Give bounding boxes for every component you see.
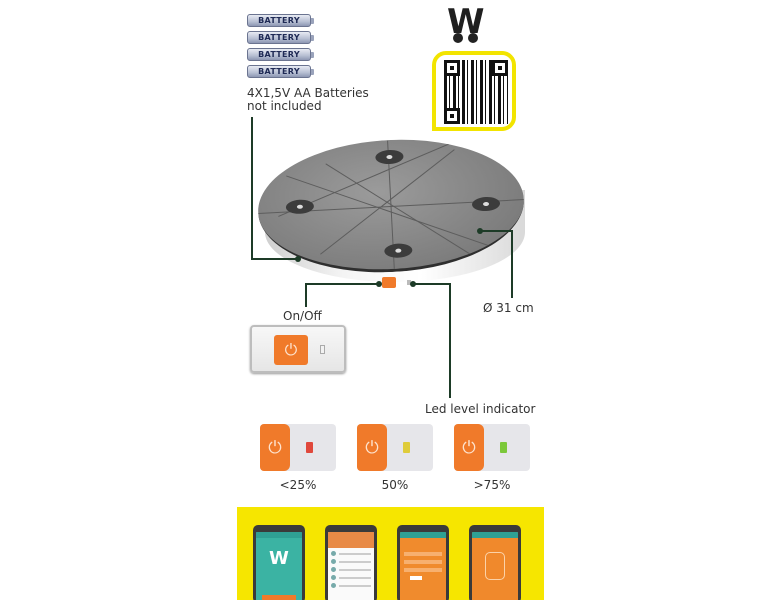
led-level-mid: ⏻ (357, 424, 433, 471)
device-led (407, 280, 411, 285)
led-level-low-label: <25% (279, 478, 317, 492)
battery-note-line1: 4X1,5V AA Batteries (247, 86, 369, 100)
battery-label: BATTERY (258, 50, 300, 59)
led-yellow-icon (403, 442, 410, 453)
leader-line (511, 230, 513, 298)
battery-icon: BATTERY (247, 14, 314, 27)
leader-line (251, 258, 297, 260)
battery-icon: BATTERY (247, 31, 314, 44)
leader-line (412, 283, 451, 285)
leader-line (305, 283, 378, 285)
leader-line (480, 230, 512, 232)
phone-screen-form (397, 525, 449, 600)
device-power-button[interactable] (382, 277, 396, 288)
leader-dot (376, 281, 382, 287)
app-start-button (262, 595, 296, 600)
power-button[interactable]: ⏻ (274, 335, 308, 365)
phone-screen-welcome: W (253, 525, 305, 600)
foot-icon (384, 242, 413, 259)
battery-label: BATTERY (258, 16, 300, 25)
qr-code-icon (444, 60, 508, 124)
led-red-icon (306, 442, 313, 453)
led-green-icon (500, 442, 507, 453)
on-off-panel: ⏻ (250, 325, 346, 373)
battery-note-line2: not included (247, 99, 322, 113)
logo-dot-icon (453, 33, 463, 43)
app-logo: W (269, 548, 289, 569)
phone-screen-gas-level (469, 525, 521, 600)
led-level-high-label: >75% (473, 478, 511, 492)
battery-label: BATTERY (258, 33, 300, 42)
phone-screen-menu (325, 525, 377, 600)
power-icon: ⏻ (284, 340, 298, 359)
power-icon: ⏻ (357, 424, 387, 471)
logo-dot-icon (468, 33, 478, 43)
leader-dot (295, 256, 301, 262)
foot-icon (285, 199, 315, 215)
app-screens-banner: W (237, 507, 544, 600)
battery-note: 4X1,5V AA Batteries not included (247, 87, 369, 113)
led-level-mid-label: 50% (381, 478, 409, 492)
battery-icon: BATTERY (247, 48, 314, 61)
foot-icon (471, 196, 501, 212)
leader-line (251, 117, 253, 260)
battery-label: BATTERY (258, 67, 300, 76)
on-off-label: On/Off (283, 309, 322, 323)
leader-line (305, 283, 307, 307)
qr-code-frame (432, 51, 516, 131)
leader-line (449, 283, 451, 398)
gas-bottle-icon (485, 552, 505, 580)
power-icon: ⏻ (260, 424, 290, 471)
led-indicator-label: Led level indicator (425, 402, 536, 416)
led-icon (320, 345, 325, 354)
diameter-label: Ø 31 cm (483, 301, 534, 315)
battery-icon: BATTERY (247, 65, 314, 78)
led-level-low: ⏻ (260, 424, 336, 471)
led-level-high: ⏻ (454, 424, 530, 471)
foot-icon (375, 149, 404, 165)
power-icon: ⏻ (454, 424, 484, 471)
